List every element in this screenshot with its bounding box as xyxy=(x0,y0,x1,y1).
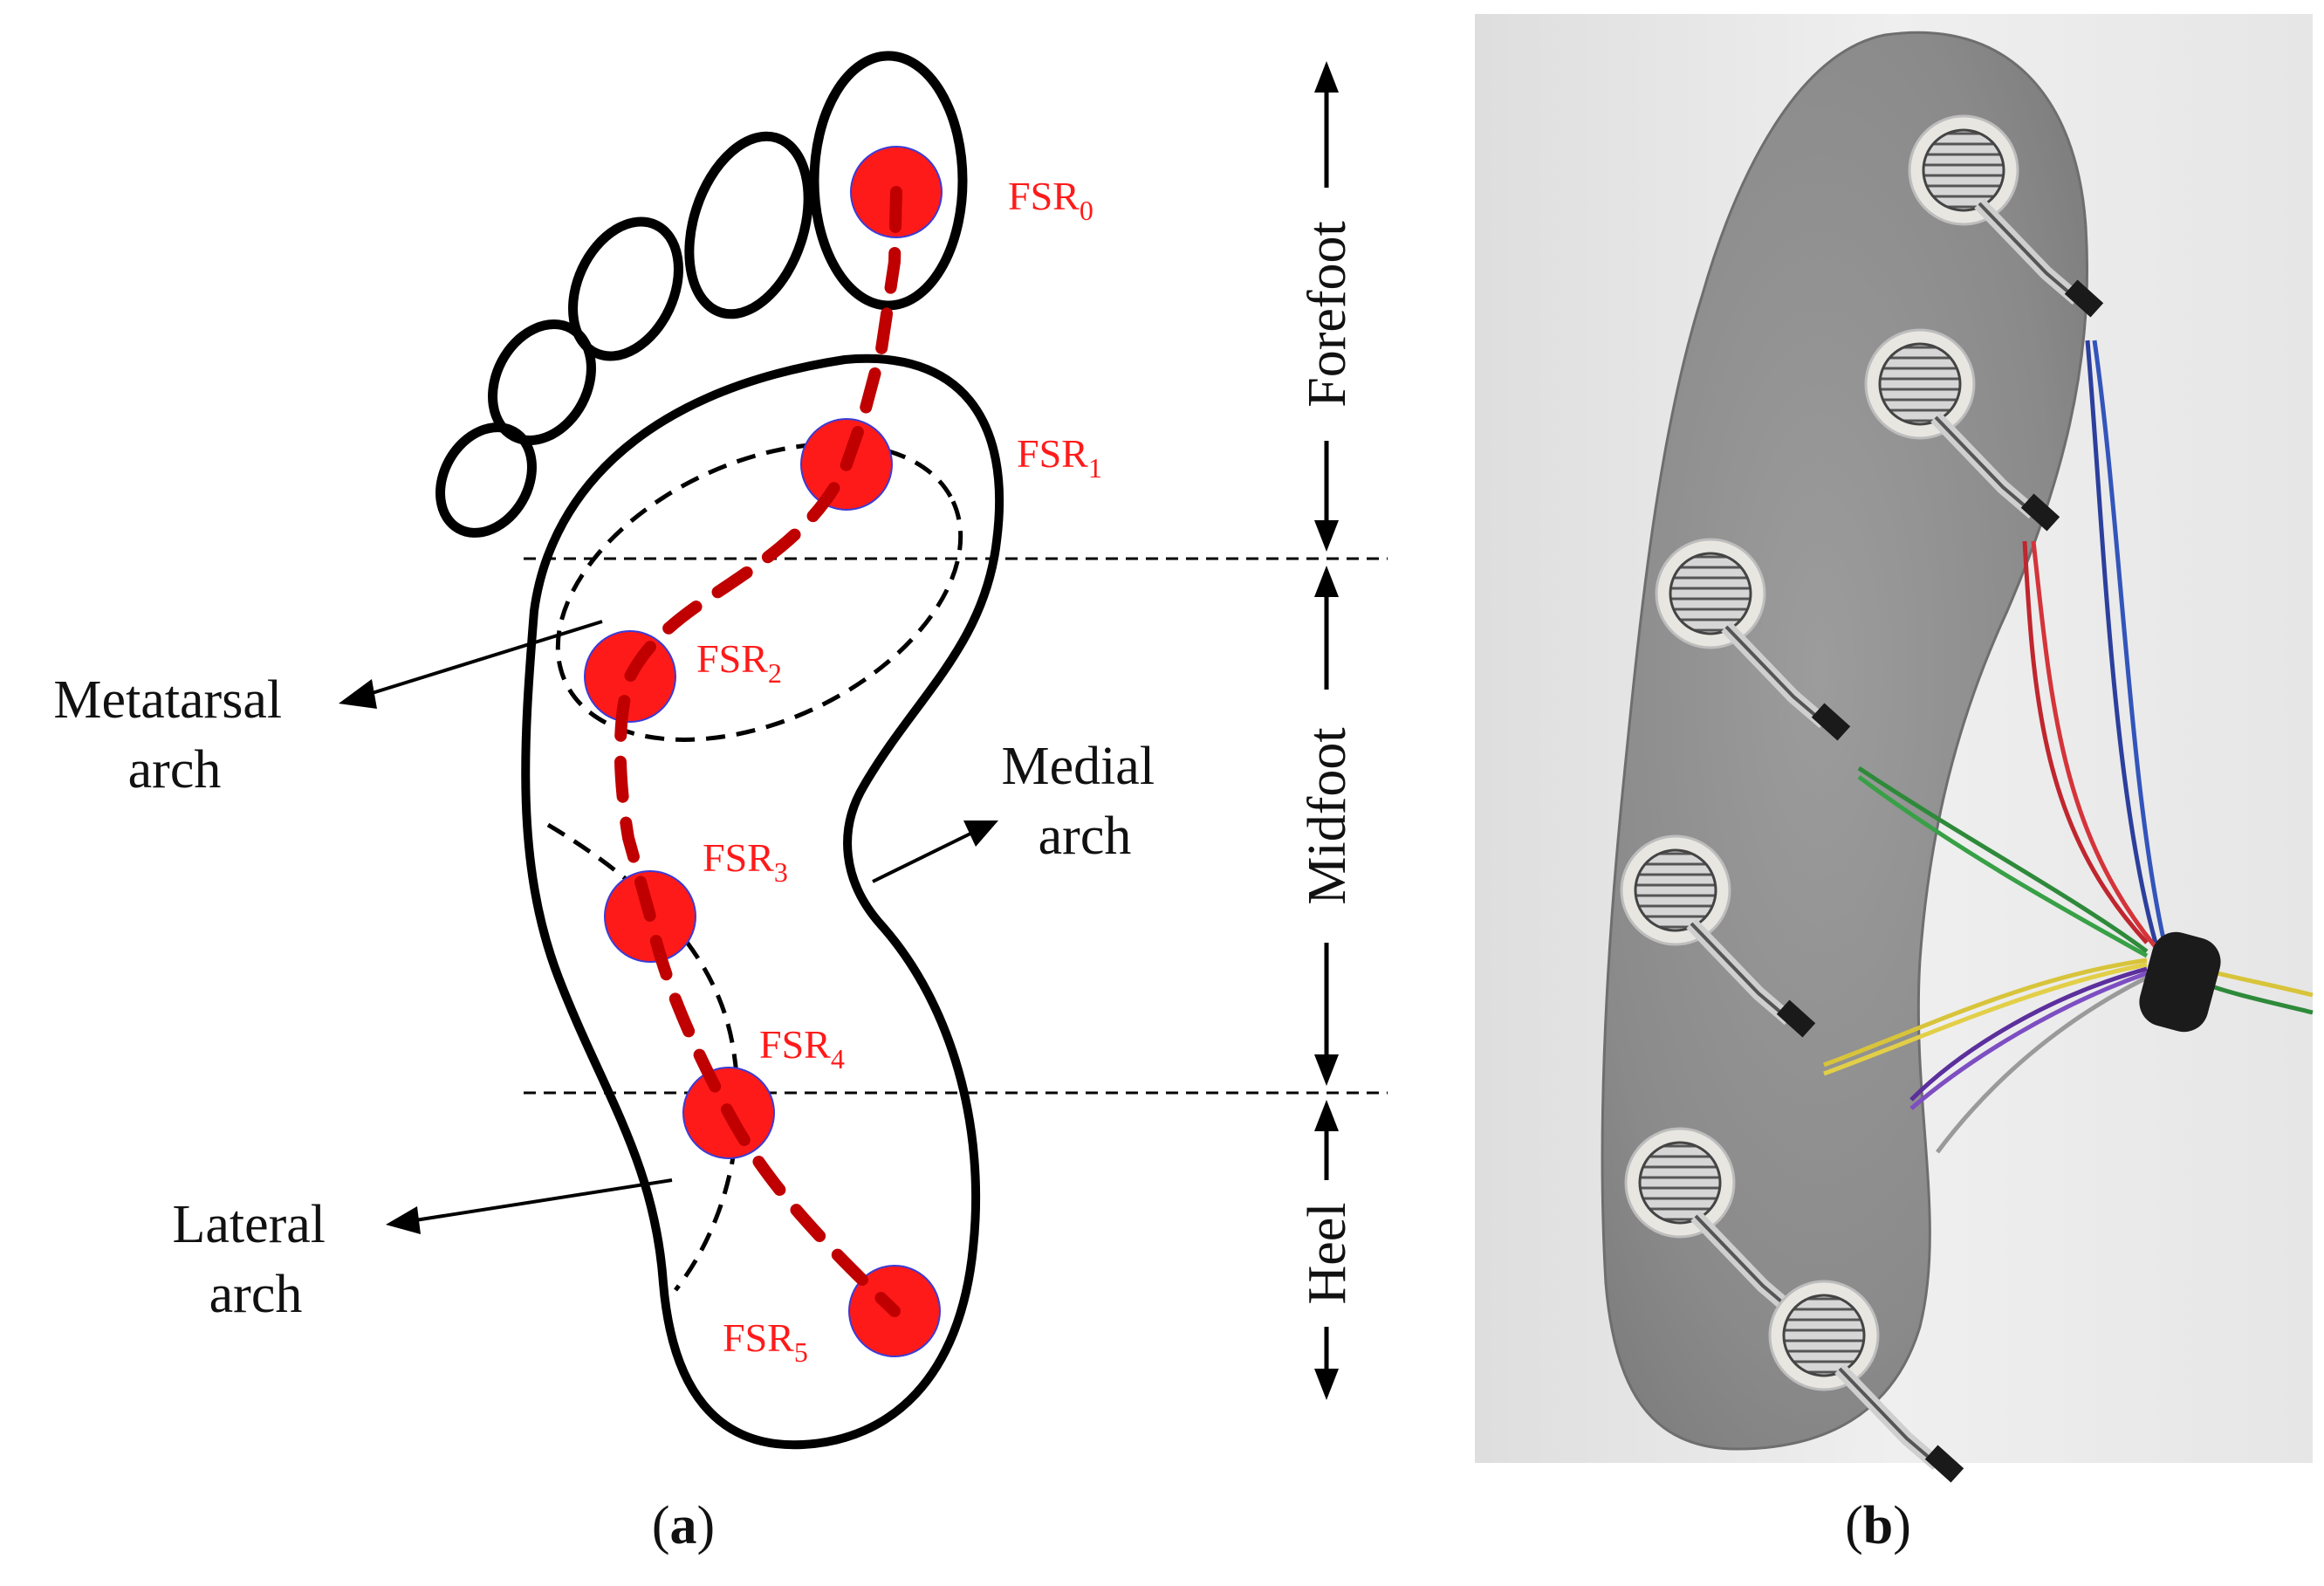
sensor-wires xyxy=(1823,340,2314,1154)
arch-regions xyxy=(546,442,963,1292)
medial-arch-label: Medial arch xyxy=(1001,737,1168,866)
fsr1-label-sub: 1 xyxy=(1088,452,1102,484)
fsr2-label: FSR2 xyxy=(696,636,782,689)
fsr0-label-sub: 0 xyxy=(1080,195,1093,226)
fsr1-label: FSR1 xyxy=(1017,431,1102,484)
fsr5-label-base: FSR xyxy=(723,1315,794,1360)
arrowhead-down-icon xyxy=(1314,520,1339,552)
fsr3-label: FSR3 xyxy=(703,835,788,888)
fsr0-label: FSR0 xyxy=(1008,174,1093,226)
fsr1-label-base: FSR xyxy=(1017,431,1088,476)
arrowhead-up-icon xyxy=(1314,61,1339,93)
lateral-arch-line2: arch xyxy=(209,1265,303,1324)
region-separators xyxy=(524,557,1388,1095)
medial-arch-line1: Medial xyxy=(1001,737,1155,796)
panel-b-caption-letter: b xyxy=(1863,1496,1893,1555)
fsr4-label-sub: 4 xyxy=(831,1043,845,1074)
fsr2-label-sub: 2 xyxy=(768,657,782,689)
region-arrows xyxy=(1314,61,1339,1400)
arrowhead-down-icon xyxy=(1314,1369,1339,1400)
big-toe xyxy=(809,51,968,311)
lateral-arch-line1: Lateral xyxy=(172,1195,326,1254)
lateral-arrow xyxy=(415,1178,673,1222)
panel-b-insole-photo: (b) xyxy=(1475,14,2314,1555)
arrowhead-icon xyxy=(386,1206,421,1234)
toe-3 xyxy=(568,216,683,361)
arrowhead-up-icon xyxy=(1314,1100,1339,1131)
panel-a-caption: (a) xyxy=(652,1496,715,1555)
pressure-trajectory xyxy=(614,186,902,1317)
toe-outlines xyxy=(435,51,968,538)
fsr2-label-base: FSR xyxy=(696,636,768,681)
fsr0-label-base: FSR xyxy=(1008,174,1080,218)
fsr5-label-sub: 5 xyxy=(794,1336,808,1368)
medial-arch-line2: arch xyxy=(1039,807,1132,866)
fsr3-label-base: FSR xyxy=(703,835,774,880)
fsr4-label-base: FSR xyxy=(759,1022,831,1067)
metatarsal-arrow xyxy=(366,620,603,697)
arrowhead-down-icon xyxy=(1314,1054,1339,1086)
region-label-forefoot: Forefoot xyxy=(1298,221,1357,408)
sole-outline xyxy=(521,354,1004,1450)
fsr4-label: FSR4 xyxy=(759,1022,845,1074)
region-label-heel: Heel xyxy=(1298,1202,1357,1304)
lateral-arch-label: Lateral arch xyxy=(172,1195,339,1324)
region-label-midfoot: Midfoot xyxy=(1298,727,1357,904)
panel-b-caption: (b) xyxy=(1845,1496,1911,1555)
metatarsal-arch-label: Metatarsal arch xyxy=(53,670,295,800)
fsr3-label-sub: 3 xyxy=(774,856,788,888)
fsr5-label: FSR5 xyxy=(723,1315,808,1368)
arrowhead-icon xyxy=(963,820,998,847)
metatarsal-arch-line2: arch xyxy=(128,740,222,800)
arrowhead-icon xyxy=(339,679,377,709)
toe-2 xyxy=(684,131,813,319)
toe-5 xyxy=(435,422,537,538)
panel-a-caption-letter: a xyxy=(670,1496,697,1555)
toe-4 xyxy=(488,319,596,445)
arrowhead-up-icon xyxy=(1314,566,1339,597)
medial-arrow xyxy=(872,832,971,883)
panel-a-foot-diagram: Forefoot Midfoot Heel FSR0 FSR1 FSR2 FSR… xyxy=(53,51,1388,1555)
cable-clip xyxy=(2139,931,2221,1033)
metatarsal-arch-line1: Metatarsal xyxy=(53,670,282,730)
annotation-arrows xyxy=(339,620,998,1234)
metatarsal-arch-region xyxy=(555,442,963,742)
